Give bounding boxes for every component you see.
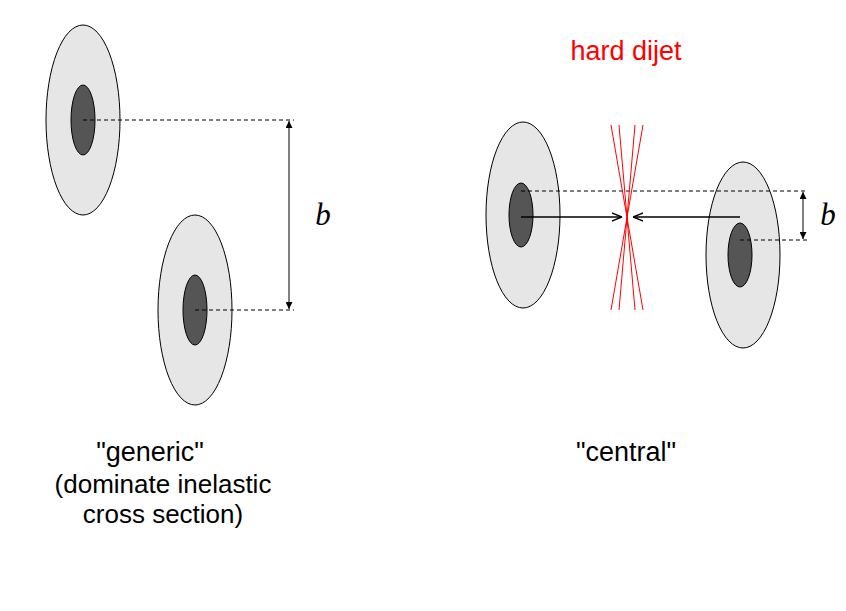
caption-label: "central" xyxy=(576,437,676,468)
caption-note: (dominate inelastic cross section) xyxy=(38,470,288,530)
caption-label: "generic" xyxy=(96,437,204,468)
impact-parameter-arrow xyxy=(803,192,804,239)
proton-core xyxy=(509,183,533,247)
impact-parameter-arrow xyxy=(289,121,290,309)
dijet-lines xyxy=(611,125,643,310)
proton-core xyxy=(728,223,752,287)
jet-line xyxy=(611,125,643,310)
dashed-guide xyxy=(521,191,808,192)
dashed-guide xyxy=(83,120,294,121)
parton-arrow xyxy=(633,216,740,217)
dimension-label: b xyxy=(315,197,331,233)
dimension-label: b xyxy=(820,197,836,233)
proton-disk xyxy=(706,162,780,348)
parton-arrow xyxy=(521,216,622,217)
jet-line xyxy=(611,125,643,310)
dashed-guide xyxy=(740,240,808,241)
diagram-title: hard dijet xyxy=(570,36,681,67)
dashed-guide xyxy=(195,310,294,311)
proton-disk xyxy=(486,122,560,308)
jet-line xyxy=(619,125,635,310)
jet-line xyxy=(619,125,635,310)
